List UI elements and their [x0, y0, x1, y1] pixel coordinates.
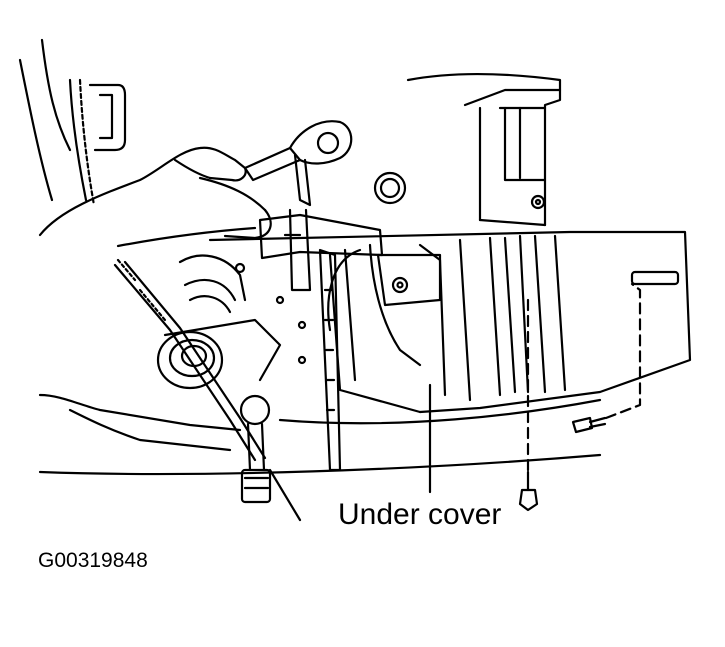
wire-harness: [18, 38, 127, 207]
tie-rod: [38, 393, 272, 504]
pulley: [156, 318, 282, 390]
hand-icon: [38, 146, 272, 248]
body-panel: [406, 72, 562, 227]
under-cover-panel: [208, 230, 692, 414]
under-cover-label: Under cover: [338, 498, 502, 531]
grommet: [373, 171, 407, 205]
bolt-icon: [571, 282, 642, 434]
ratchet-wrench-icon: [243, 120, 384, 292]
clip-icon: [518, 298, 539, 512]
floor-line: [38, 453, 602, 476]
figure-id: G00319848: [38, 549, 148, 572]
